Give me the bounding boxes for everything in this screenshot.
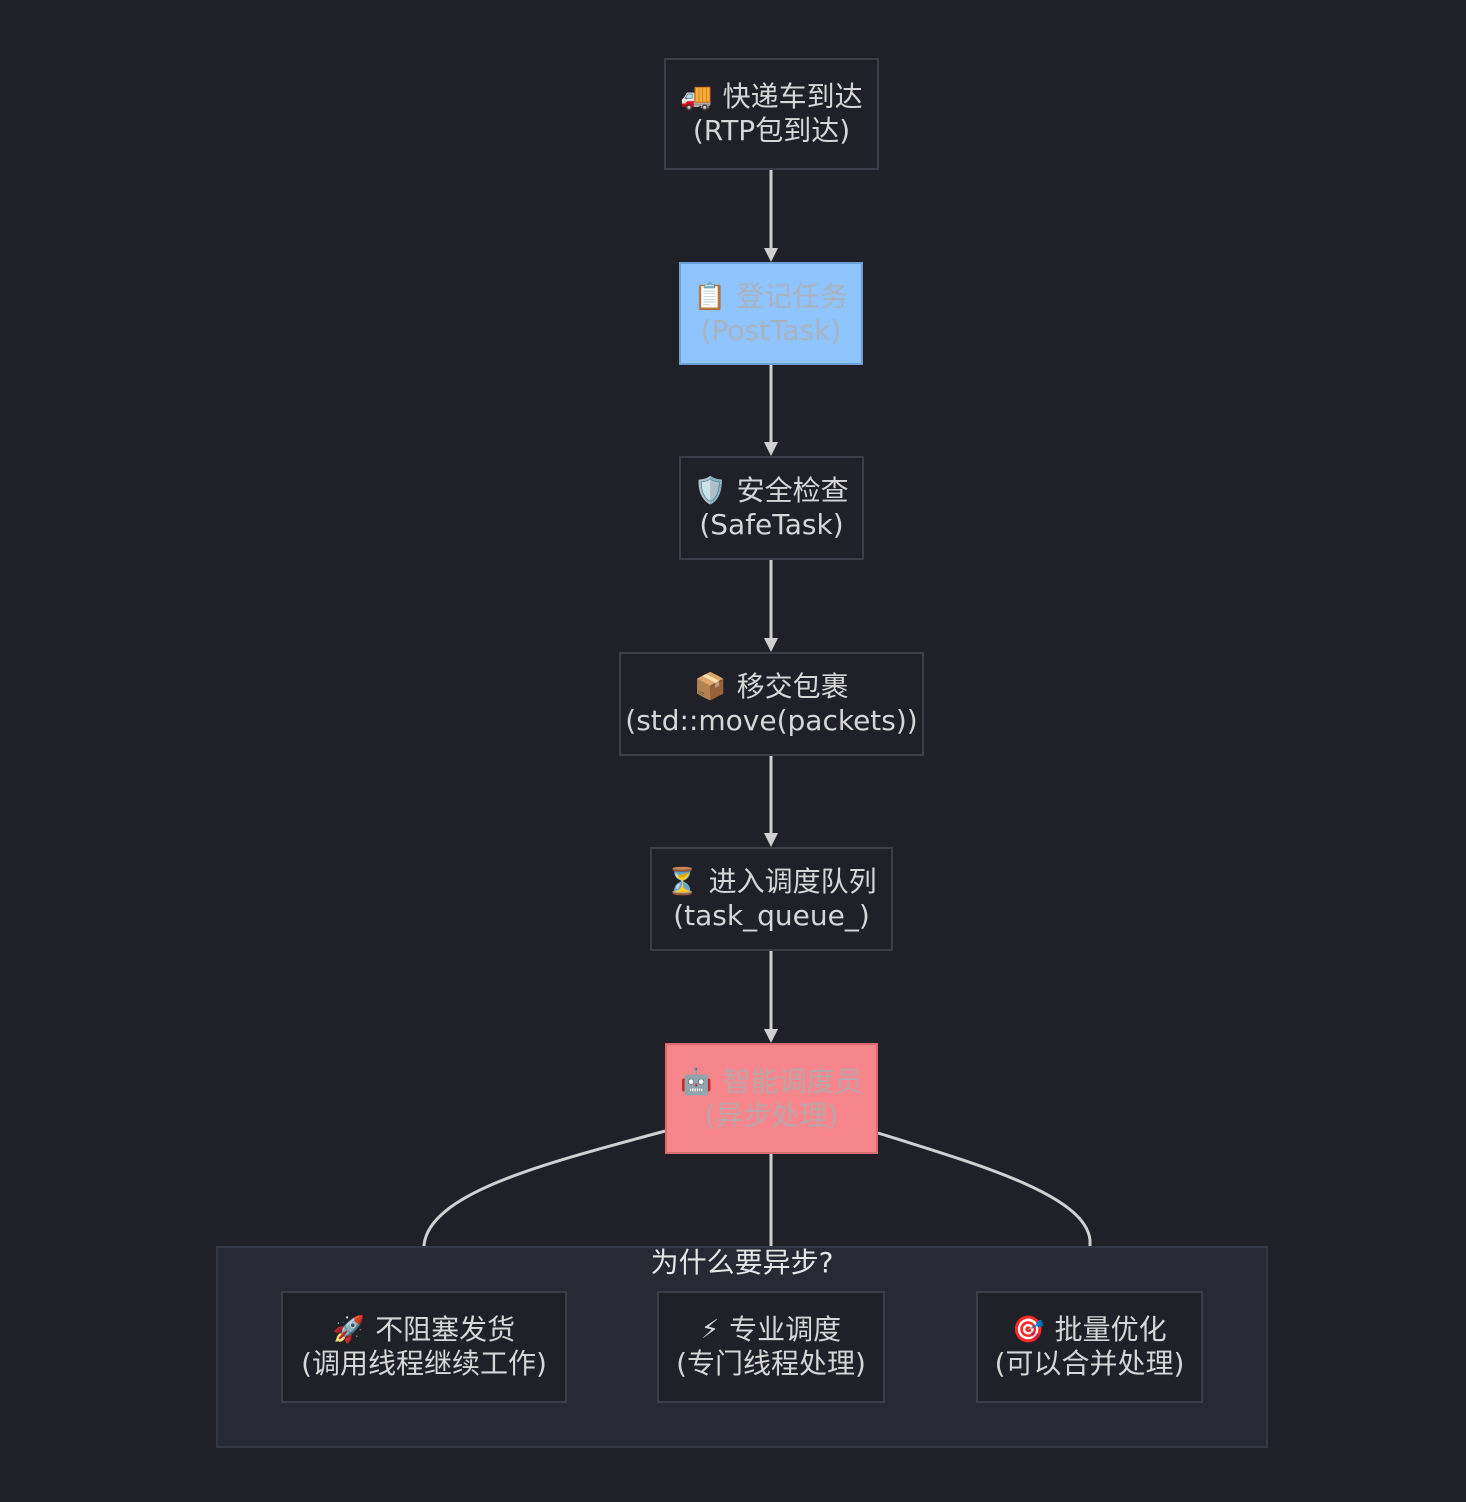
node-title: 登记任务 — [736, 279, 849, 313]
node-title: 移交包裹 — [736, 670, 849, 703]
node-truck-arrives: 🚚 快递车到达 (RTP包到达) — [664, 58, 879, 170]
node-subtitle: (专门线程处理) — [676, 1347, 866, 1380]
target-icon: 🎯 — [1012, 1315, 1045, 1345]
robot-icon: 🤖 — [680, 1066, 713, 1097]
truck-icon: 🚚 — [680, 82, 713, 112]
node-title: 批量优化 — [1054, 1313, 1167, 1346]
node-subtitle: (RTP包到达) — [692, 114, 851, 147]
node-smart-scheduler: 🤖 智能调度员 (异步处理) — [665, 1043, 878, 1154]
edge-scheduler-to-batch — [877, 1131, 1097, 1291]
node-safety-check: 🛡️ 安全检查 (SafeTask) — [679, 456, 864, 560]
node-subtitle: (std::move(packets)) — [625, 704, 918, 737]
clipboard-icon: 📋 — [693, 281, 727, 312]
node-subtitle: (SafeTask) — [699, 508, 844, 541]
node-title: 安全检查 — [736, 474, 849, 507]
node-subtitle: (PostTask) — [700, 313, 842, 347]
node-batch-optimization: 🎯 批量优化 (可以合并处理) — [976, 1291, 1203, 1403]
node-register-task: 📋 登记任务 (PostTask) — [679, 262, 863, 365]
node-title: 专业调度 — [729, 1313, 842, 1346]
node-title: 不阻塞发货 — [375, 1313, 516, 1346]
package-icon: 📦 — [694, 672, 727, 702]
edge-scheduler-to-nonblocking — [417, 1129, 666, 1291]
node-subtitle: (task_queue_) — [673, 899, 870, 932]
shield-icon: 🛡️ — [694, 476, 727, 506]
node-enter-queue: ⏳ 进入调度队列 (task_queue_) — [650, 847, 893, 951]
subgraph-title: 为什么要异步? — [650, 1246, 834, 1279]
hourglass-icon: ⏳ — [666, 867, 699, 897]
node-dedicated-scheduling: ⚡ 专业调度 (专门线程处理) — [657, 1291, 885, 1403]
rocket-icon: 🚀 — [332, 1315, 366, 1345]
node-subtitle: (调用线程继续工作) — [301, 1347, 547, 1380]
node-title: 进入调度队列 — [708, 865, 877, 898]
node-title: 智能调度员 — [722, 1064, 863, 1098]
node-handover-packages: 📦 移交包裹 (std::move(packets)) — [619, 652, 924, 756]
node-subtitle: (异步处理) — [704, 1098, 839, 1132]
node-non-blocking: 🚀 不阻塞发货 (调用线程继续工作) — [281, 1291, 567, 1403]
node-subtitle: (可以合并处理) — [994, 1347, 1185, 1380]
node-title: 快递车到达 — [722, 80, 863, 113]
lightning-icon: ⚡ — [700, 1315, 720, 1345]
